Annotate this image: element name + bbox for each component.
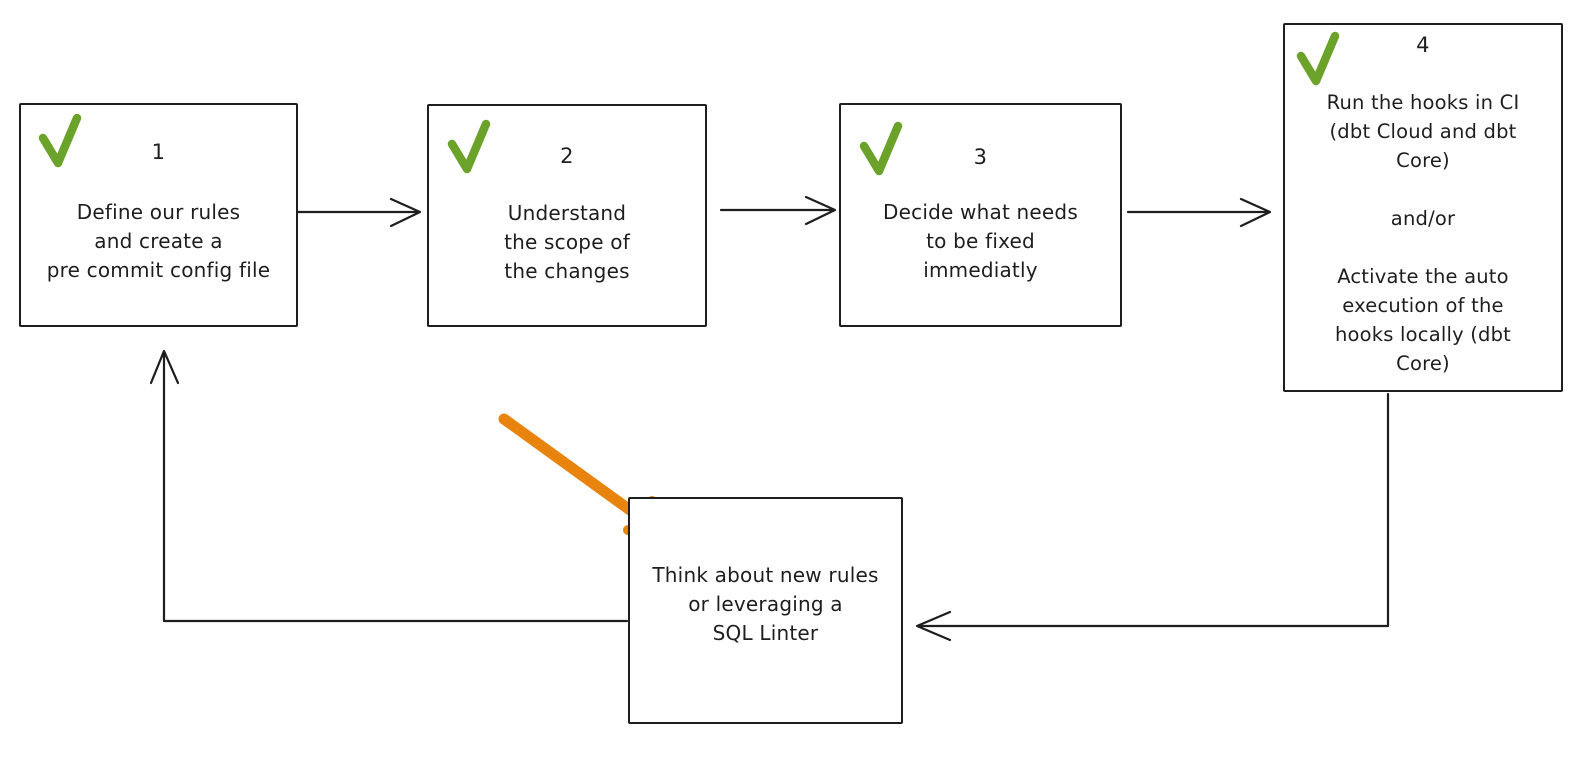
checkmark-icon: [447, 119, 491, 174]
step-1-box: 1 Define our rules and create a pre comm…: [19, 103, 298, 327]
step-3-box: 3 Decide what needs to be fixed immediat…: [839, 103, 1122, 327]
arrow-step3-to-step4: [1126, 197, 1272, 228]
step-number: 1: [151, 140, 166, 164]
step-text: Understand the scope of the changes: [504, 201, 630, 283]
checkmark-icon: [1296, 31, 1340, 86]
step-text: Decide what needs to be fixed immediatly: [883, 200, 1078, 282]
step-2-box: 2 Understand the scope of the changes: [427, 104, 707, 327]
step-number: 4: [1416, 33, 1430, 57]
loop-box: Think about new rules or leveraging a SQ…: [628, 497, 903, 724]
step-number: 2: [560, 144, 574, 168]
step-text: Run the hooks in CI (dbt Cloud and dbt C…: [1326, 91, 1520, 375]
arrow-loopbox-to-step1: [149, 349, 629, 623]
checkmark-icon: [859, 121, 903, 176]
arrow-step1-to-step2: [296, 197, 422, 228]
step-text: Think about new rules or leveraging a SQ…: [652, 563, 879, 645]
step-text: Define our rules and create a pre commit…: [46, 200, 271, 282]
arrow-step4-to-loopbox: [915, 392, 1390, 642]
checkmark-icon: [38, 113, 82, 168]
step-number: 3: [973, 145, 988, 169]
arrow-step2-to-step3: [719, 195, 837, 226]
step-4-box: 4 Run the hooks in CI (dbt Cloud and dbt…: [1283, 23, 1563, 392]
